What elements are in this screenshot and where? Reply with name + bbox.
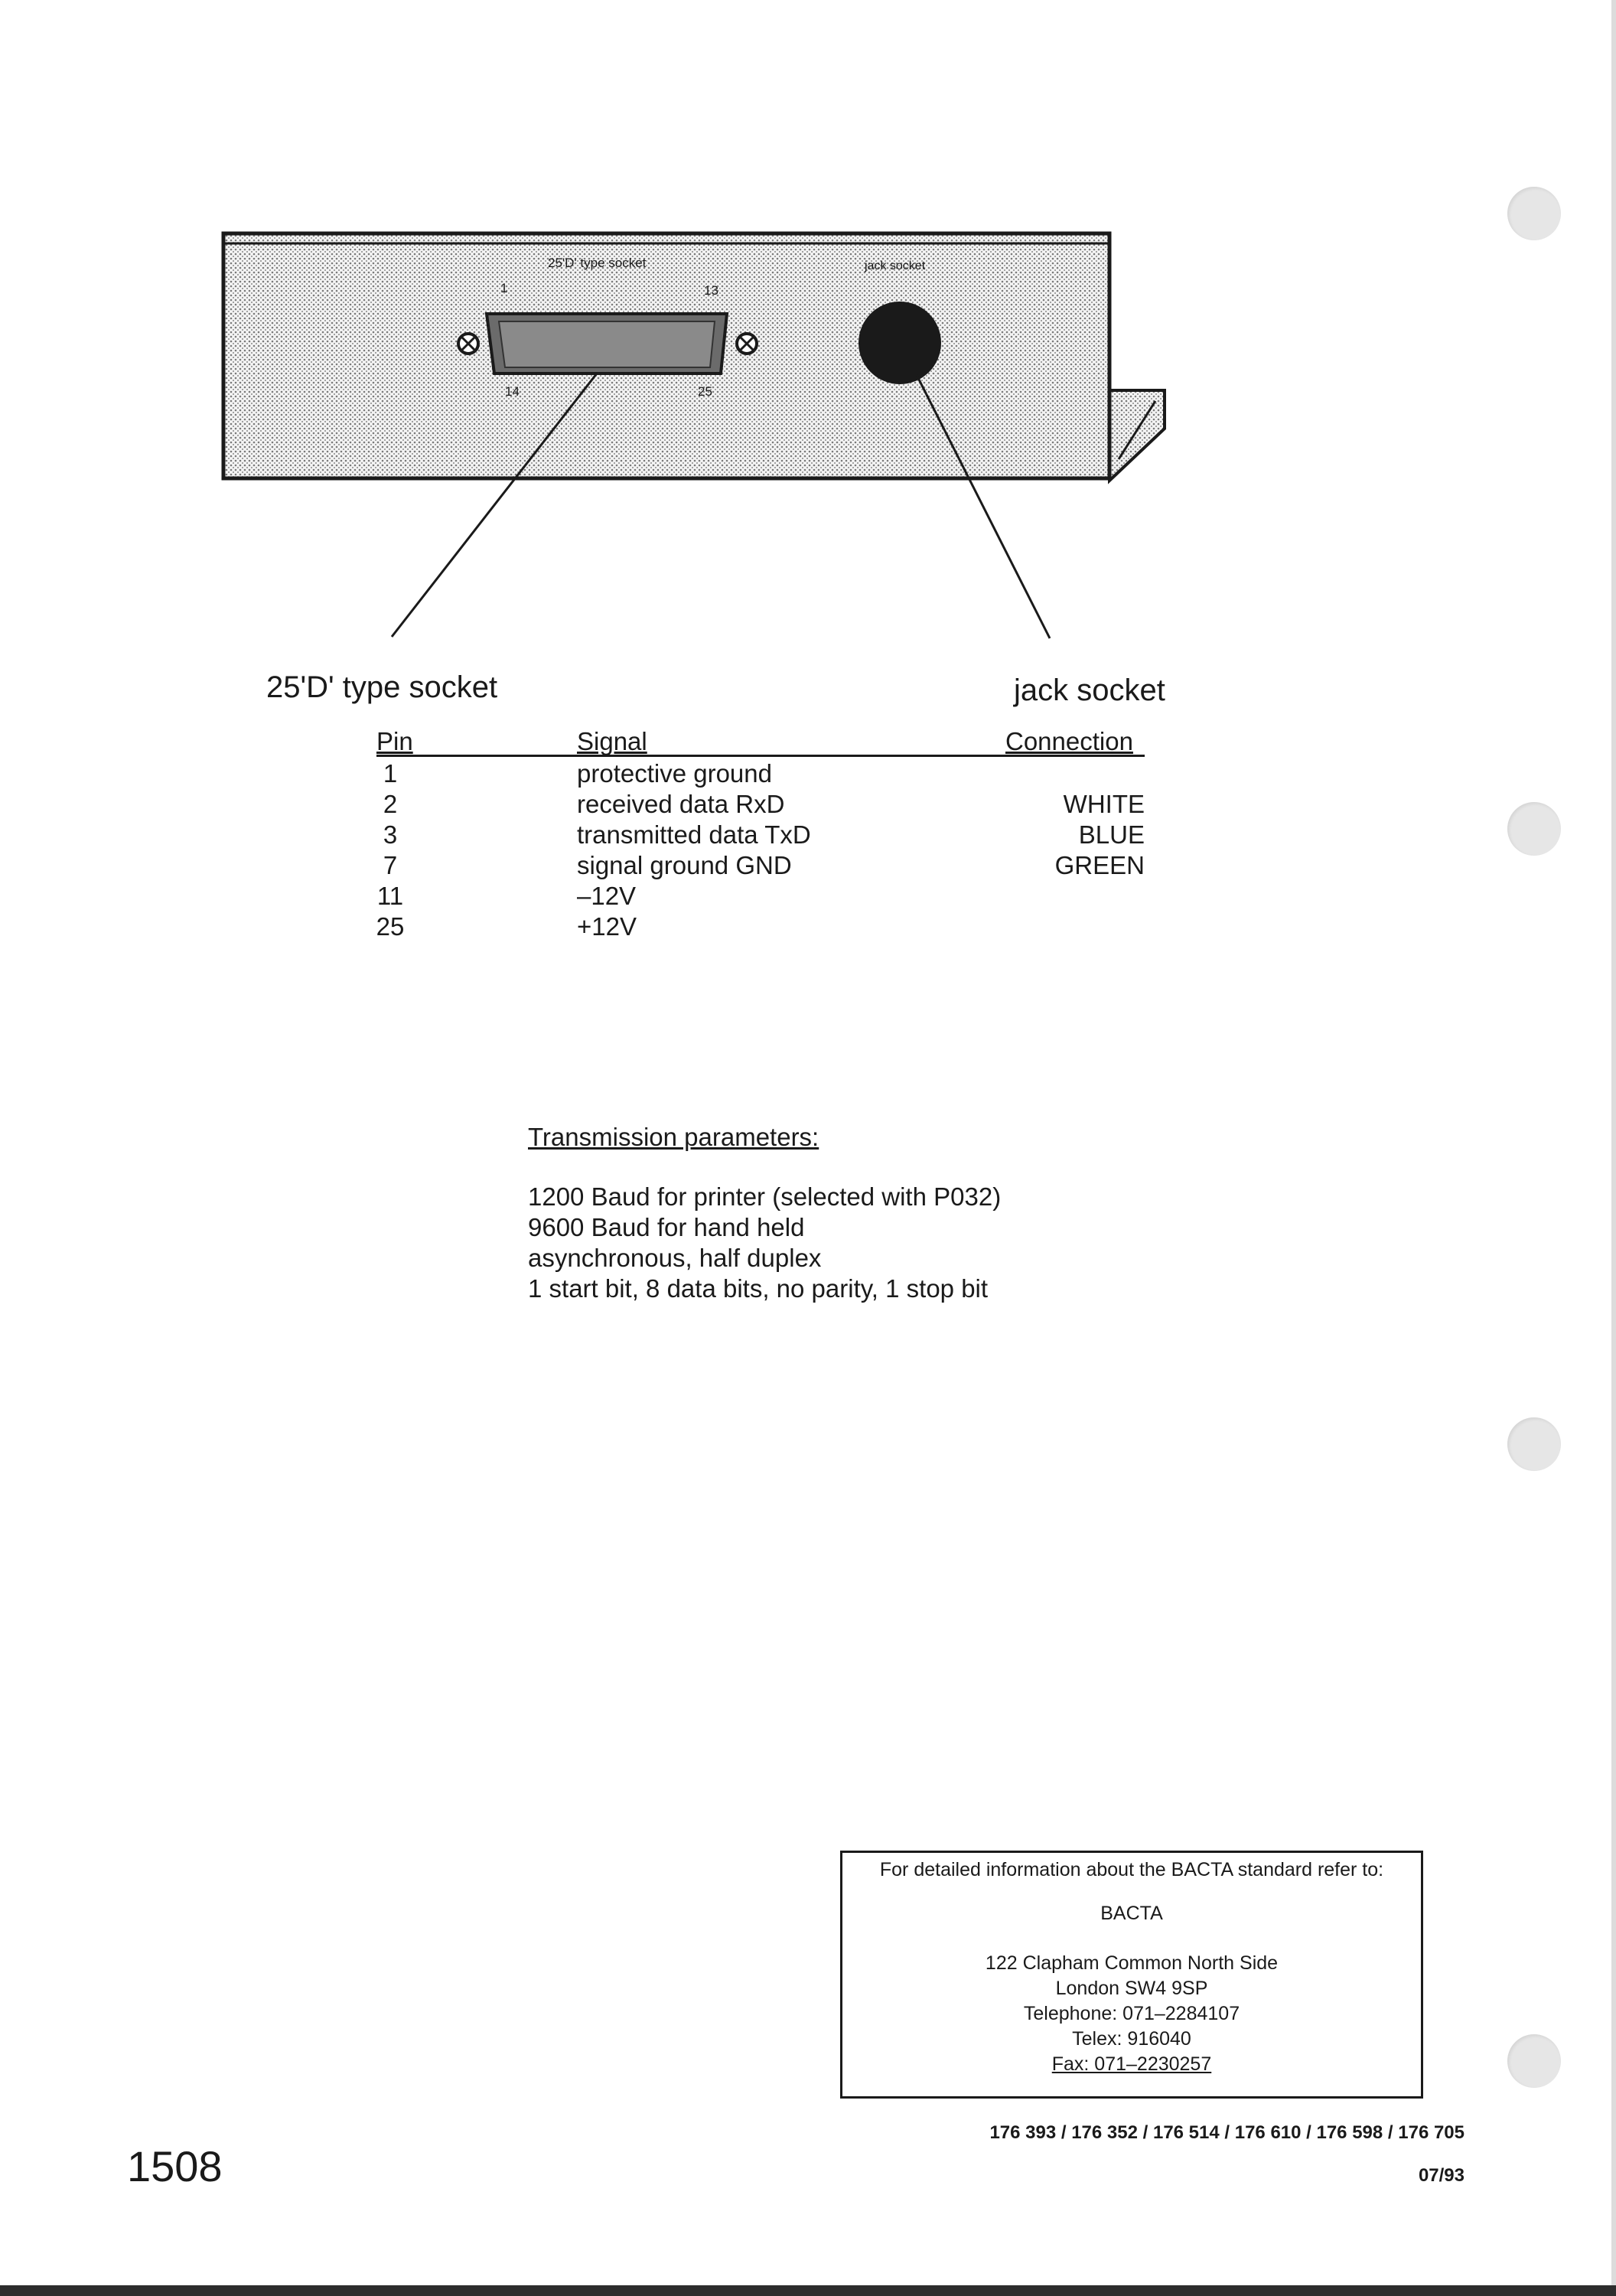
info-address-1: 122 Clapham Common North Side: [985, 1952, 1279, 1974]
part-numbers: 176 393 / 176 352 / 176 514 / 176 610 / …: [989, 2122, 1464, 2143]
pin-cell: 2: [383, 790, 398, 818]
diagram-pin-25-label: 25: [698, 384, 712, 399]
connection-cell: WHITE: [1063, 790, 1145, 818]
diagram-pin-1-label: 1: [500, 281, 508, 295]
diagram-jack-label: jack socket: [865, 259, 926, 272]
signal-cell: transmitted data TxD: [577, 820, 811, 849]
info-telex: Telex: 916040: [1072, 2028, 1191, 2050]
leader-line-d-socket: [390, 373, 598, 638]
binder-hole: [1507, 802, 1561, 856]
signal-cell: signal ground GND: [577, 851, 792, 879]
pin-cell: 7: [383, 851, 398, 879]
diagram-pin-14-label: 14: [505, 384, 520, 399]
transmission-list: 1200 Baud for printer (selected with P03…: [528, 1182, 1001, 1304]
scan-edge-bottom: [0, 2285, 1616, 2296]
pin-cell: 1: [383, 759, 398, 788]
info-fax: Fax: 071–2230257: [1051, 2053, 1212, 2075]
leader-line-jack: [915, 374, 1051, 639]
signal-cell: protective ground: [577, 759, 772, 788]
page-number: 1508: [127, 2142, 223, 2190]
connector-panel-diagram: [221, 231, 1166, 639]
jack-socket: [858, 302, 941, 384]
signal-cell: received data RxD: [577, 790, 785, 818]
pin-table-header-connection: Connection: [1005, 727, 1133, 755]
bacta-info-box: For detailed information about the BACTA…: [840, 1851, 1423, 2099]
pin-cell: 11: [376, 882, 404, 910]
pin-cell: 3: [383, 820, 398, 849]
pin-cell: 25: [376, 912, 405, 941]
pin-table-header-pin: Pin: [376, 727, 413, 755]
info-org: BACTA: [1100, 1903, 1163, 1924]
pin-table-header-signal: Signal: [577, 727, 647, 755]
binder-hole: [1507, 2034, 1561, 2088]
jack-socket-caption: jack socket: [1014, 673, 1165, 707]
binder-hole: [1507, 187, 1561, 240]
transmission-line: asynchronous, half duplex: [528, 1244, 822, 1272]
info-address-2: London SW4 9SP: [1055, 1978, 1208, 1999]
d-socket-caption: 25'D' type socket: [266, 670, 498, 704]
revision-date: 07/93: [1418, 2165, 1464, 2186]
diagram-pin-13-label: 13: [704, 283, 718, 298]
connection-cell: BLUE: [1078, 820, 1145, 849]
signal-cell: +12V: [577, 912, 637, 941]
transmission-line: 1200 Baud for printer (selected with P03…: [528, 1182, 1002, 1211]
connection-cell: GREEN: [1054, 851, 1145, 879]
pin-table-rule: [376, 755, 1145, 757]
signal-cell: –12V: [577, 882, 637, 910]
info-intro: For detailed information about the BACTA…: [879, 1859, 1384, 1880]
scan-edge-right: [1611, 0, 1616, 2296]
binder-hole: [1507, 1417, 1561, 1471]
transmission-line: 1 start bit, 8 data bits, no parity, 1 s…: [528, 1274, 989, 1303]
transmission-line: 9600 Baud for hand held: [528, 1213, 805, 1241]
diagram-socket-label: 25'D' type socket: [548, 256, 647, 270]
screw-icon: [457, 332, 480, 355]
screw-icon: [735, 332, 758, 355]
transmission-title: Transmission parameters:: [528, 1123, 819, 1151]
info-telephone: Telephone: 071–2284107: [1023, 2003, 1240, 2024]
